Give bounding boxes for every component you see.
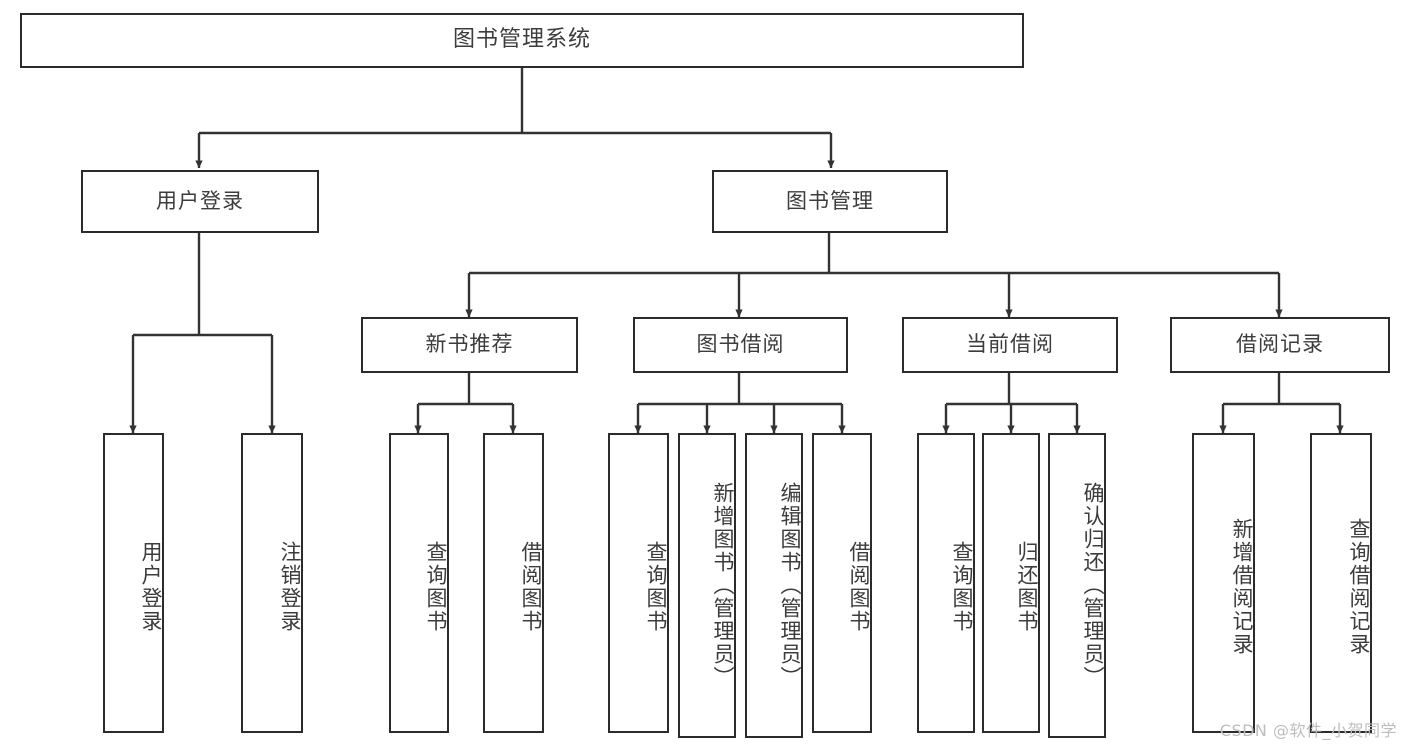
csdn-watermark: CSDN @软件_小贺同学 bbox=[1219, 721, 1397, 740]
node-root-label: 图书管理系统 bbox=[452, 27, 591, 53]
node-user-login[interactable]: 用户登录 bbox=[81, 170, 319, 233]
leaf-add-record[interactable]: 新增借阅记录 bbox=[1192, 433, 1255, 733]
leaf-add-book[interactable]: 新增图书（管理员） bbox=[678, 433, 736, 738]
leaf-query-book-2[interactable]: 查询图书 bbox=[608, 433, 669, 733]
leaf-user-logout[interactable]: 注销登录 bbox=[241, 433, 303, 733]
leaf-borrow-book-2-label: 借阅图书 bbox=[847, 541, 871, 633]
node-root[interactable]: 图书管理系统 bbox=[20, 13, 1024, 68]
leaf-user-login-label: 用户登录 bbox=[139, 541, 163, 633]
leaf-user-login[interactable]: 用户登录 bbox=[103, 433, 164, 733]
leaf-query-book-1-label: 查询图书 bbox=[424, 541, 448, 633]
node-new-book-recommend[interactable]: 新书推荐 bbox=[361, 317, 578, 373]
leaf-query-book-3[interactable]: 查询图书 bbox=[917, 433, 975, 733]
leaf-confirm-return-label: 确认归还（管理员） bbox=[1081, 482, 1105, 689]
leaf-confirm-return[interactable]: 确认归还（管理员） bbox=[1048, 433, 1106, 738]
node-book-manage-label: 图书管理 bbox=[786, 188, 874, 213]
leaf-query-record[interactable]: 查询借阅记录 bbox=[1310, 433, 1372, 733]
node-borrow-record[interactable]: 借阅记录 bbox=[1170, 317, 1390, 373]
leaf-return-book-label: 归还图书 bbox=[1015, 541, 1039, 633]
node-book-borrow[interactable]: 图书借阅 bbox=[633, 317, 848, 373]
leaf-query-book-2-label: 查询图书 bbox=[644, 541, 668, 633]
node-book-manage[interactable]: 图书管理 bbox=[712, 170, 948, 233]
node-current-borrow[interactable]: 当前借阅 bbox=[902, 317, 1118, 373]
leaf-user-logout-label: 注销登录 bbox=[278, 541, 302, 633]
leaf-add-record-label: 新增借阅记录 bbox=[1230, 518, 1254, 656]
leaf-query-record-label: 查询借阅记录 bbox=[1347, 518, 1371, 656]
leaf-borrow-book-1[interactable]: 借阅图书 bbox=[483, 433, 544, 733]
leaf-edit-book[interactable]: 编辑图书（管理员） bbox=[745, 433, 803, 738]
leaf-add-book-label: 新增图书（管理员） bbox=[711, 482, 735, 689]
leaf-query-book-3-label: 查询图书 bbox=[950, 541, 974, 633]
node-current-borrow-label: 当前借阅 bbox=[966, 332, 1054, 357]
node-book-borrow-label: 图书借阅 bbox=[696, 332, 785, 357]
node-new-book-recommend-label: 新书推荐 bbox=[425, 332, 514, 357]
node-borrow-record-label: 借阅记录 bbox=[1236, 332, 1324, 357]
leaf-edit-book-label: 编辑图书（管理员） bbox=[778, 482, 802, 689]
leaf-query-book-1[interactable]: 查询图书 bbox=[389, 433, 449, 733]
leaf-borrow-book-2[interactable]: 借阅图书 bbox=[812, 433, 872, 733]
node-user-login-label: 用户登录 bbox=[156, 188, 244, 213]
leaf-borrow-book-1-label: 借阅图书 bbox=[519, 541, 543, 633]
leaf-return-book[interactable]: 归还图书 bbox=[982, 433, 1040, 733]
